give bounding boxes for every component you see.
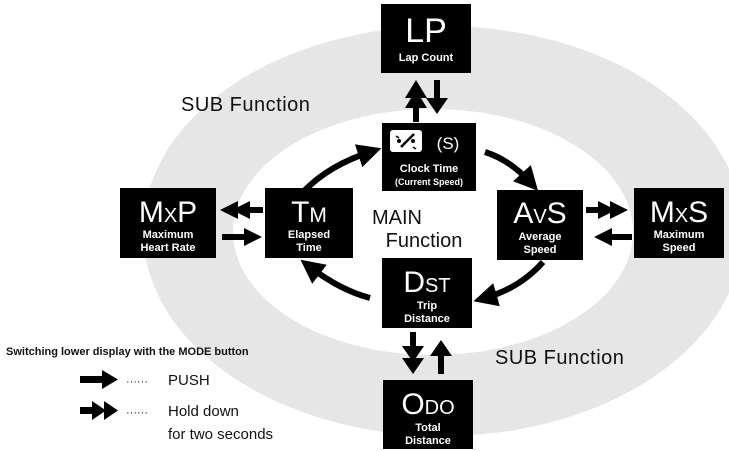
box-total-distance: ODO Total Distance <box>383 380 473 449</box>
box-maximum-speed-title: MXS <box>650 196 708 229</box>
box-maximum-heart-rate-label-2: Heart Rate <box>140 242 195 254</box>
box-clock-speed-label: (S) <box>437 134 460 153</box>
box-trip-distance-title: DST <box>403 266 450 299</box>
box-elapsed-time: TM Elapsed Time <box>265 188 353 258</box>
box-clock-time: (S) Clock Time (Current Speed) <box>382 123 476 191</box>
box-clock-time-label: Clock Time <box>400 163 459 175</box>
box-elapsed-time-label-2: Time <box>296 242 321 254</box>
arrow-mxs-to-avs <box>594 228 632 246</box>
arrow-lp-to-clock <box>426 80 448 114</box>
box-elapsed-time-title: TM <box>291 196 327 229</box>
legend-hold-label-1: Hold down <box>168 403 239 420</box>
box-maximum-speed: MXS Maximum Speed <box>634 188 724 258</box>
arrow-dst-to-tm <box>300 259 371 301</box>
legend-hold-label-2: for two seconds <box>168 426 273 443</box>
push-arrow-icon <box>80 370 118 389</box>
box-maximum-speed-label-2: Speed <box>662 242 695 254</box>
sub-function-label-top: SUB Function <box>181 94 310 116</box>
box-maximum-heart-rate-title: MXP <box>139 196 197 229</box>
box-maximum-heart-rate-label-1: Maximum <box>143 229 194 241</box>
box-average-speed-title: AVS <box>513 197 566 230</box>
arrow-clock-to-lp <box>405 80 427 122</box>
legend-push-label: PUSH <box>168 372 210 389</box>
legend-push-dots: ······ <box>126 376 148 388</box>
box-trip-distance: DST Trip Distance <box>382 258 472 328</box>
box-lap-count: LP Lap Count <box>381 4 471 73</box>
legend-heading: Switching lower display with the MODE bu… <box>6 346 249 358</box>
box-trip-distance-label-1: Trip <box>417 300 437 312</box>
arrow-mxp-to-tm <box>222 228 262 246</box>
arrow-tm-to-clock <box>302 144 382 193</box>
hold-arrow-icon <box>80 401 118 420</box>
box-average-speed-label-1: Average <box>518 231 561 243</box>
legend: Switching lower display with the MODE bu… <box>6 346 273 443</box>
box-average-speed-label-2: Speed <box>523 244 556 256</box>
box-total-distance-label-2: Distance <box>405 435 451 447</box>
box-average-speed: AVS Average Speed <box>497 190 583 260</box>
main-function-label-line2: Function <box>386 230 463 252</box>
box-elapsed-time-label-1: Elapsed <box>288 229 330 241</box>
main-function-label-line1: MAIN <box>372 207 422 229</box>
arrow-clock-to-avs <box>484 149 539 191</box>
stopwatch-icon <box>390 130 422 152</box>
sub-function-label-bottom: SUB Function <box>495 347 624 369</box>
box-maximum-heart-rate: MXP Maximum Heart Rate <box>120 188 216 258</box>
box-total-distance-title: ODO <box>401 388 454 421</box>
box-lap-count-label: Lap Count <box>399 52 454 64</box>
arrow-odo-to-dst <box>430 340 452 374</box>
arrow-avs-to-dst <box>473 259 546 307</box>
arrow-dst-to-odo <box>402 332 424 374</box>
box-clock-current-speed-label: (Current Speed) <box>395 177 463 187</box>
arrow-avs-to-mxs <box>586 201 628 219</box>
arrow-tm-to-mxp <box>220 201 263 219</box>
box-maximum-speed-label-1: Maximum <box>654 229 705 241</box>
box-lap-count-title: LP <box>405 12 447 50</box>
box-trip-distance-label-2: Distance <box>404 313 450 325</box>
box-total-distance-label-1: Total <box>415 422 440 434</box>
legend-hold-dots: ······ <box>126 407 148 419</box>
